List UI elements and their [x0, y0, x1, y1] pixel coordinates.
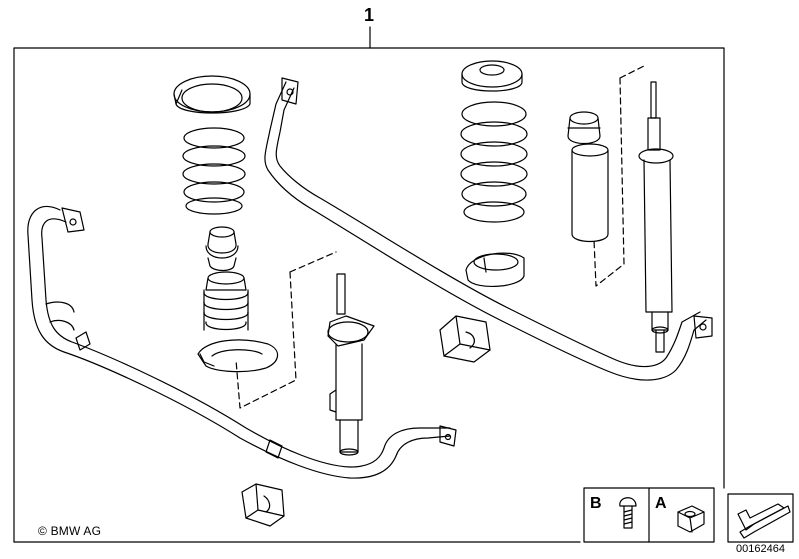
front-coil-spring — [182, 127, 246, 215]
legend-box — [583, 487, 715, 543]
front-stabilizer-bar — [27, 205, 457, 479]
front-spring-pad — [197, 339, 279, 373]
front-dust-boot — [203, 271, 249, 331]
front-strut-dash-line — [235, 251, 337, 409]
rear-spring-seat — [461, 60, 523, 92]
kit-number-label: 1 — [364, 5, 375, 25]
kit-frame — [13, 26, 725, 543]
rear-stabilizer-bar — [264, 77, 713, 381]
front-spring-seat — [173, 75, 251, 114]
rear-spring-pad — [465, 252, 525, 287]
bolt-icon — [619, 497, 637, 529]
rear-shock-dash-line — [593, 65, 645, 287]
direction-arrow-icon — [727, 493, 794, 543]
rear-shock-absorber — [638, 81, 674, 353]
copyright-label: © BMW AG — [38, 524, 102, 538]
rear-bump-stop — [567, 111, 601, 145]
rear-dust-boot — [571, 143, 609, 243]
legend-label-b: B — [590, 495, 602, 512]
front-strut — [327, 273, 375, 456]
front-stabilizer-mount — [241, 483, 285, 527]
front-bump-stop — [205, 226, 239, 272]
rear-coil-spring — [460, 101, 528, 223]
diagram-id-label: 00162464 — [736, 543, 785, 555]
nut-icon — [677, 505, 705, 533]
legend-label-a: A — [655, 495, 667, 512]
rear-stabilizer-mount — [439, 315, 491, 363]
